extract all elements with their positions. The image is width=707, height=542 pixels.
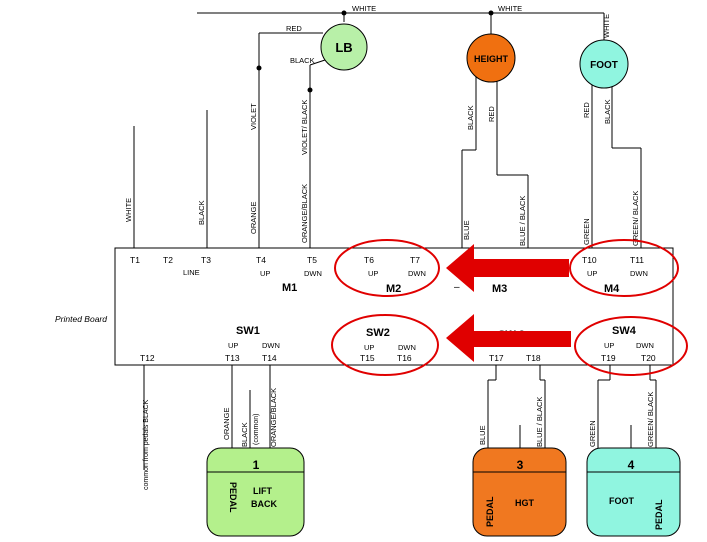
wire-label: WHITE [124, 198, 133, 222]
line-label: LINE [183, 268, 200, 277]
printed-board-label: Printed Board [55, 314, 107, 324]
wire-label: GREEN [588, 420, 597, 447]
wire-label: GREEN/ BLACK [631, 191, 640, 246]
terminal-label: T15 [360, 353, 375, 363]
junction-dot [341, 10, 347, 16]
wire-label: WHITE [498, 4, 522, 13]
m2-label: M2 [386, 283, 401, 295]
wire-label: BLACK [466, 105, 475, 130]
m1-label: M1 [282, 282, 297, 294]
wire-label: ORANGE/BLACK [300, 184, 309, 243]
wire-label: BLACK [240, 422, 249, 447]
terminal-label: T18 [526, 353, 541, 363]
motor-foot-label: FOOT [590, 60, 618, 71]
pedal-1-number: 1 [253, 458, 260, 472]
m3-label: M3 [492, 283, 507, 295]
motor-height-label: HEIGHT [474, 54, 509, 64]
terminal-label: T16 [397, 353, 412, 363]
wire-label: BLACK [290, 56, 315, 65]
m1-dwn: DWN [304, 269, 322, 278]
pedal-3-number: 3 [517, 458, 524, 472]
motor-lb-label: LB [335, 40, 352, 55]
sw4-label: SW4 [612, 325, 637, 337]
terminal-label: T1 [130, 255, 140, 265]
wire-label: VIOLET [249, 103, 258, 130]
sw1-up: UP [228, 341, 238, 350]
pedal-3-text: HGT [515, 498, 535, 508]
terminal-label: T10 [582, 255, 597, 265]
wire-label: RED [487, 106, 496, 122]
wire-label: RED [582, 102, 591, 118]
wire-label: VIOLET/ BLACK [300, 100, 309, 155]
printed-board [114, 247, 674, 366]
terminal-label: T20 [641, 353, 656, 363]
pedal-4-side: PEDAL [654, 499, 664, 530]
junction-dot [488, 10, 494, 16]
terminal-label: T3 [201, 255, 211, 265]
highlight-arrow-m [446, 244, 569, 292]
sw1-dwn: DWN [262, 341, 280, 350]
m2-up: UP [368, 269, 378, 278]
terminal-label: T12 [140, 353, 155, 363]
wire-label: BLUE [478, 425, 487, 445]
m4-up: UP [587, 269, 597, 278]
wire-label: GREEN [582, 218, 591, 245]
motor-lb: LB [320, 23, 368, 71]
wire-label: BLACK [603, 99, 612, 124]
pedal-1-side: PEDAL [228, 482, 238, 513]
wire-label: BLUE / BLACK [535, 397, 544, 447]
highlight-ellipse-m4 [569, 239, 679, 297]
pedal-1: 1 PEDAL LIFT BACK [206, 447, 305, 537]
wire-label: BLUE / BLACK [518, 196, 527, 246]
terminal-label: T7 [410, 255, 420, 265]
pedal-4-number: 4 [628, 458, 635, 472]
wire-label: BLACK [197, 200, 206, 225]
terminal-label: T17 [489, 353, 504, 363]
m1-up: UP [260, 269, 270, 278]
sw2-up: UP [364, 343, 374, 352]
wire-label: GREEN/ BLACK [646, 392, 655, 447]
wire-label: ORANGE [249, 201, 258, 234]
motor-height: HEIGHT [466, 33, 516, 83]
wire-label: RED [286, 24, 302, 33]
terminal-label: T2 [163, 255, 173, 265]
terminal-label: T6 [364, 255, 374, 265]
pedal-1-line2: BACK [251, 499, 277, 509]
highlight-ellipse-m2 [334, 239, 440, 297]
junction-dot [307, 87, 313, 93]
pedal-3-side: PEDAL [485, 496, 495, 527]
wire-label: (common) [253, 413, 260, 445]
pedal-1-line1: LIFT [253, 486, 272, 496]
wire-label: BLUE [462, 220, 471, 240]
sw2-label: SW2 [366, 327, 390, 339]
pedal-4-text: FOOT [609, 496, 634, 506]
sw2-dwn: DWN [398, 343, 416, 352]
highlight-arrow-sw [446, 314, 571, 362]
terminal-label: T11 [630, 255, 644, 265]
m4-dwn: DWN [630, 269, 648, 278]
wire-label: ORANGE/BLACK [269, 388, 278, 447]
sw4-up: UP [604, 341, 614, 350]
terminal-label: T14 [262, 353, 277, 363]
motor-foot: FOOT [579, 39, 629, 89]
m4-label: M4 [604, 283, 620, 295]
sw4-dwn: DWN [636, 341, 654, 350]
wire-label: WHITE [352, 4, 376, 13]
dash-label: – [454, 282, 460, 293]
terminal-label: T19 [601, 353, 616, 363]
m2-dwn: DWN [408, 269, 426, 278]
terminal-label: T4 [256, 255, 266, 265]
wire-label: ORANGE [222, 407, 231, 440]
junction-dot [256, 65, 262, 71]
sw1-label: SW1 [236, 325, 260, 337]
highlight-ellipse-sw2 [331, 314, 439, 376]
highlight-ellipse-sw4 [574, 316, 688, 376]
wire-label: WHITE [602, 14, 611, 38]
terminal-label: T5 [307, 255, 317, 265]
pedal-3: 3 PEDAL HGT [472, 447, 567, 537]
pedal-4: 4 PEDAL FOOT [586, 447, 681, 537]
wire-label: common from pedals BLACK [143, 399, 150, 490]
terminal-label: T13 [225, 353, 240, 363]
